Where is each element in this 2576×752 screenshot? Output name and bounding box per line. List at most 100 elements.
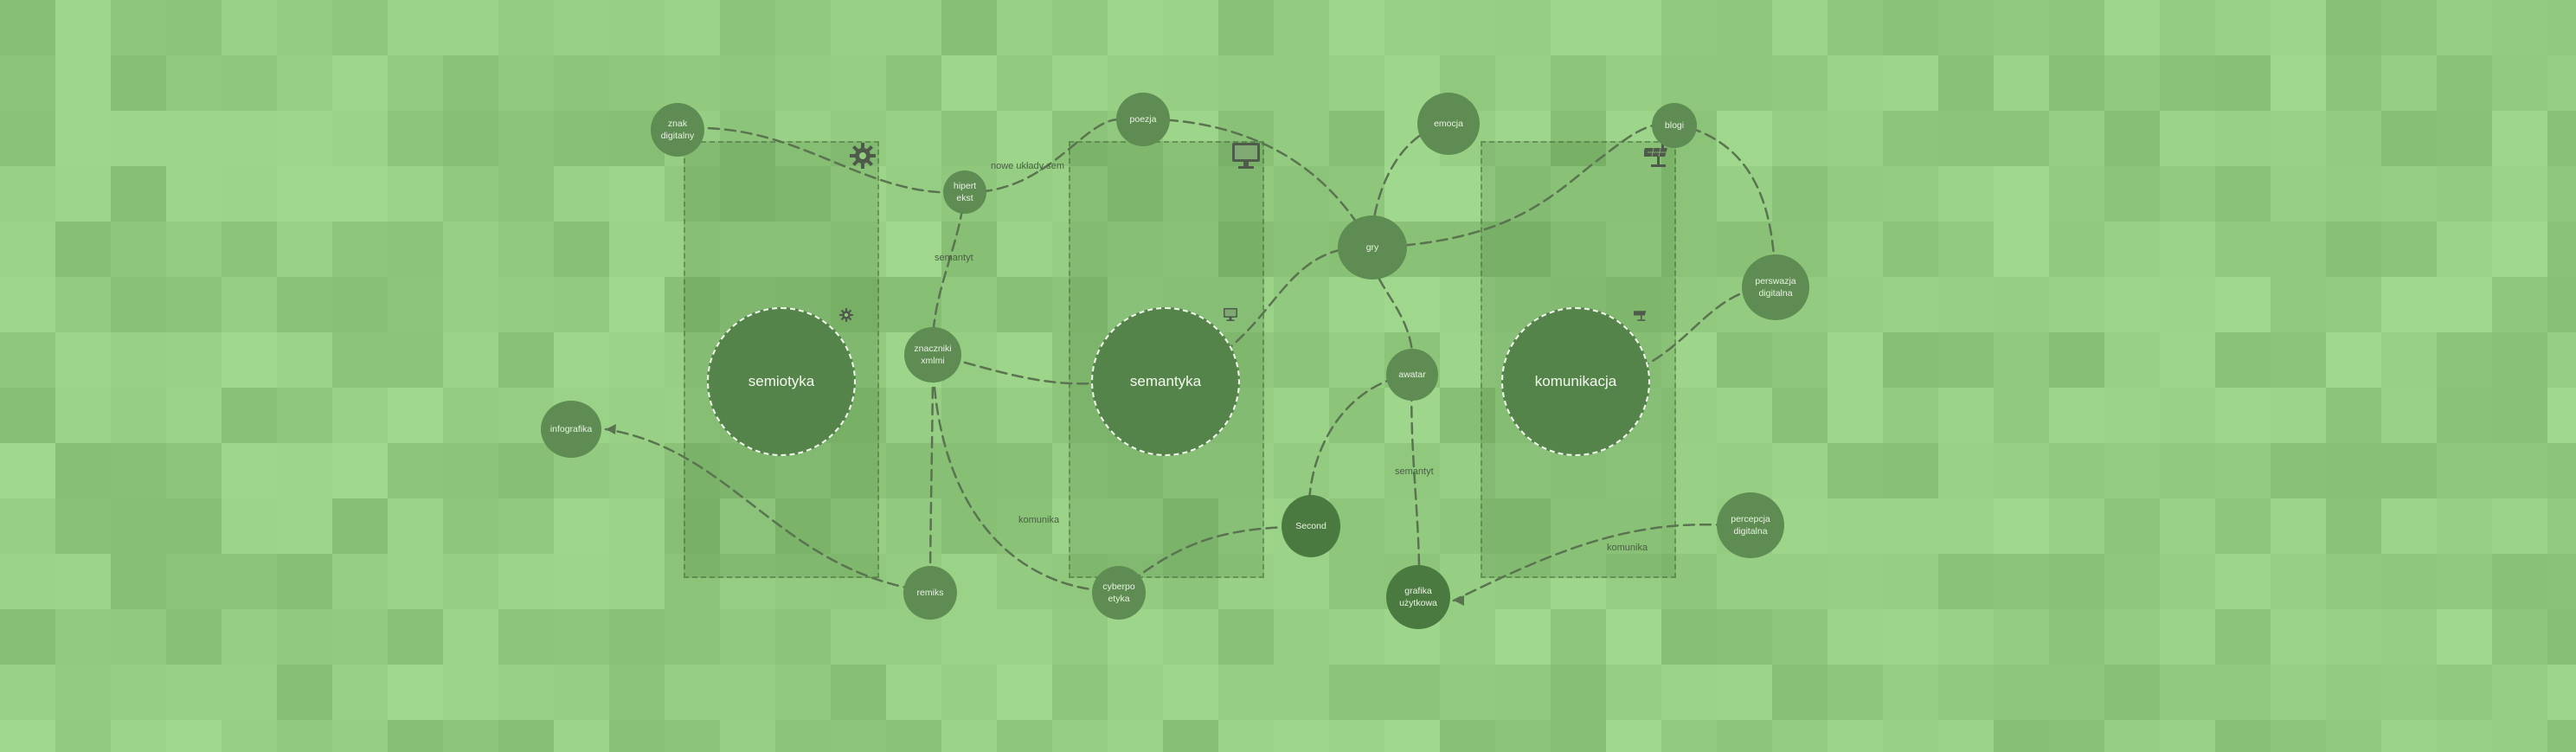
mosaic-tile [332, 665, 388, 720]
mosaic-tile [997, 222, 1052, 277]
mosaic-tile [665, 222, 720, 277]
hub-komunikacja[interactable]: komunikacja [1501, 307, 1650, 456]
mosaic-tile [941, 222, 997, 277]
mosaic-tile [55, 443, 111, 498]
mosaic-tile [720, 720, 775, 752]
mosaic-tile [1883, 388, 1938, 443]
node-infografika[interactable]: infografika [541, 401, 601, 458]
mosaic-tile [443, 665, 498, 720]
mosaic-tile [1772, 665, 1828, 720]
mosaic-tile [2049, 498, 2104, 554]
mosaic-tile [1329, 332, 1384, 388]
mosaic-tile [720, 609, 775, 665]
mosaic-tile [665, 720, 720, 752]
mosaic-tile [665, 665, 720, 720]
mosaic-tile [277, 498, 332, 554]
mosaic-tile [332, 111, 388, 166]
node-poezja[interactable]: poezja [1116, 93, 1170, 146]
mosaic-tile [2215, 665, 2271, 720]
mosaic-tile [2049, 55, 2104, 111]
mosaic-tile [1938, 0, 1994, 55]
hub-semantyka[interactable]: semantyka [1091, 307, 1240, 456]
mosaic-tile [1329, 277, 1384, 332]
mosaic-tile [498, 665, 554, 720]
mosaic-tile [2492, 166, 2547, 222]
mosaic-tile [997, 554, 1052, 609]
mosaic-tile [1717, 554, 1772, 609]
mosaic-tile [1883, 0, 1938, 55]
mosaic-tile [997, 443, 1052, 498]
mosaic-tile [831, 277, 886, 332]
node-znak-digitalny[interactable]: znak digitalny [651, 103, 704, 157]
mosaic-tile [222, 55, 277, 111]
mosaic-tile [2049, 720, 2104, 752]
node-gry[interactable]: gry [1338, 215, 1407, 280]
mosaic-tile [1384, 166, 1440, 222]
mosaic-tile [388, 111, 443, 166]
mosaic-tile [1828, 498, 1883, 554]
mosaic-tile [0, 665, 55, 720]
mosaic-tile [1828, 443, 1883, 498]
mosaic-tile [277, 388, 332, 443]
hub-semiotyka[interactable]: semiotyka [707, 307, 856, 456]
node-percepcja[interactable]: percepcja digitalna [1717, 492, 1784, 558]
mosaic-tile [0, 55, 55, 111]
mosaic-tile [2547, 665, 2576, 720]
mosaic-tile [1994, 498, 2049, 554]
mosaic-tile [2547, 388, 2576, 443]
mosaic-tile [166, 277, 222, 332]
mosaic-tile [2104, 332, 2160, 388]
node-znaczniki[interactable]: znaczniki xmlmi [904, 327, 961, 382]
node-awatar[interactable]: awatar [1386, 349, 1438, 401]
mosaic-tile [997, 55, 1052, 111]
mosaic-tile [388, 222, 443, 277]
node-hipertekst[interactable]: hipert ekst [943, 170, 986, 214]
node-remiks[interactable]: remiks [903, 566, 957, 620]
mosaic-tile [2104, 222, 2160, 277]
mosaic-tile [0, 277, 55, 332]
mosaic-tile [2326, 111, 2381, 166]
mosaic-tile [1440, 609, 1495, 665]
mosaic-tile [1551, 55, 1606, 111]
mosaic-tile [2437, 0, 2492, 55]
mosaic-tile [443, 609, 498, 665]
mosaic-tile [609, 222, 665, 277]
mosaic-tile [1329, 166, 1384, 222]
node-second[interactable]: Second [1282, 495, 1340, 557]
node-grafika[interactable]: grafika użytkowa [1386, 565, 1450, 629]
mosaic-tile [1384, 720, 1440, 752]
mosaic-tile [55, 222, 111, 277]
mosaic-tile [111, 443, 166, 498]
node-emocja[interactable]: emocja [1417, 93, 1480, 155]
mosaic-tile [2492, 498, 2547, 554]
mosaic-tile [277, 222, 332, 277]
mosaic-tile [332, 332, 388, 388]
mosaic-tile [2437, 111, 2492, 166]
mosaic-tile [388, 665, 443, 720]
mosaic-tile [2492, 55, 2547, 111]
mosaic-tile [55, 111, 111, 166]
mosaic-tile [1329, 111, 1384, 166]
mosaic-tile [1717, 332, 1772, 388]
mosaic-tile [1938, 332, 1994, 388]
mosaic-tile [2326, 720, 2381, 752]
node-perswazja[interactable]: perswazja digitalna [1742, 254, 1809, 320]
mosaic-tile [0, 609, 55, 665]
mosaic-tile [1828, 55, 1883, 111]
mosaic-tile [1828, 222, 1883, 277]
mosaic-tile [2160, 720, 2215, 752]
mosaic-tile [2492, 443, 2547, 498]
mosaic-tile [775, 222, 831, 277]
node-cyberpoetyka[interactable]: cyberpo etyka [1092, 566, 1146, 620]
mosaic-tile [1495, 443, 1551, 498]
mosaic-tile [720, 665, 775, 720]
node-blogi[interactable]: blogi [1652, 103, 1697, 148]
mosaic-tile [0, 166, 55, 222]
mosaic-tile [1994, 222, 2049, 277]
mosaic-tile [2547, 498, 2576, 554]
mosaic-tile [2049, 166, 2104, 222]
mosaic-tile [111, 222, 166, 277]
mosaic-tile [1274, 0, 1329, 55]
mosaic-tile [0, 720, 55, 752]
mosaic-tile [2381, 609, 2437, 665]
